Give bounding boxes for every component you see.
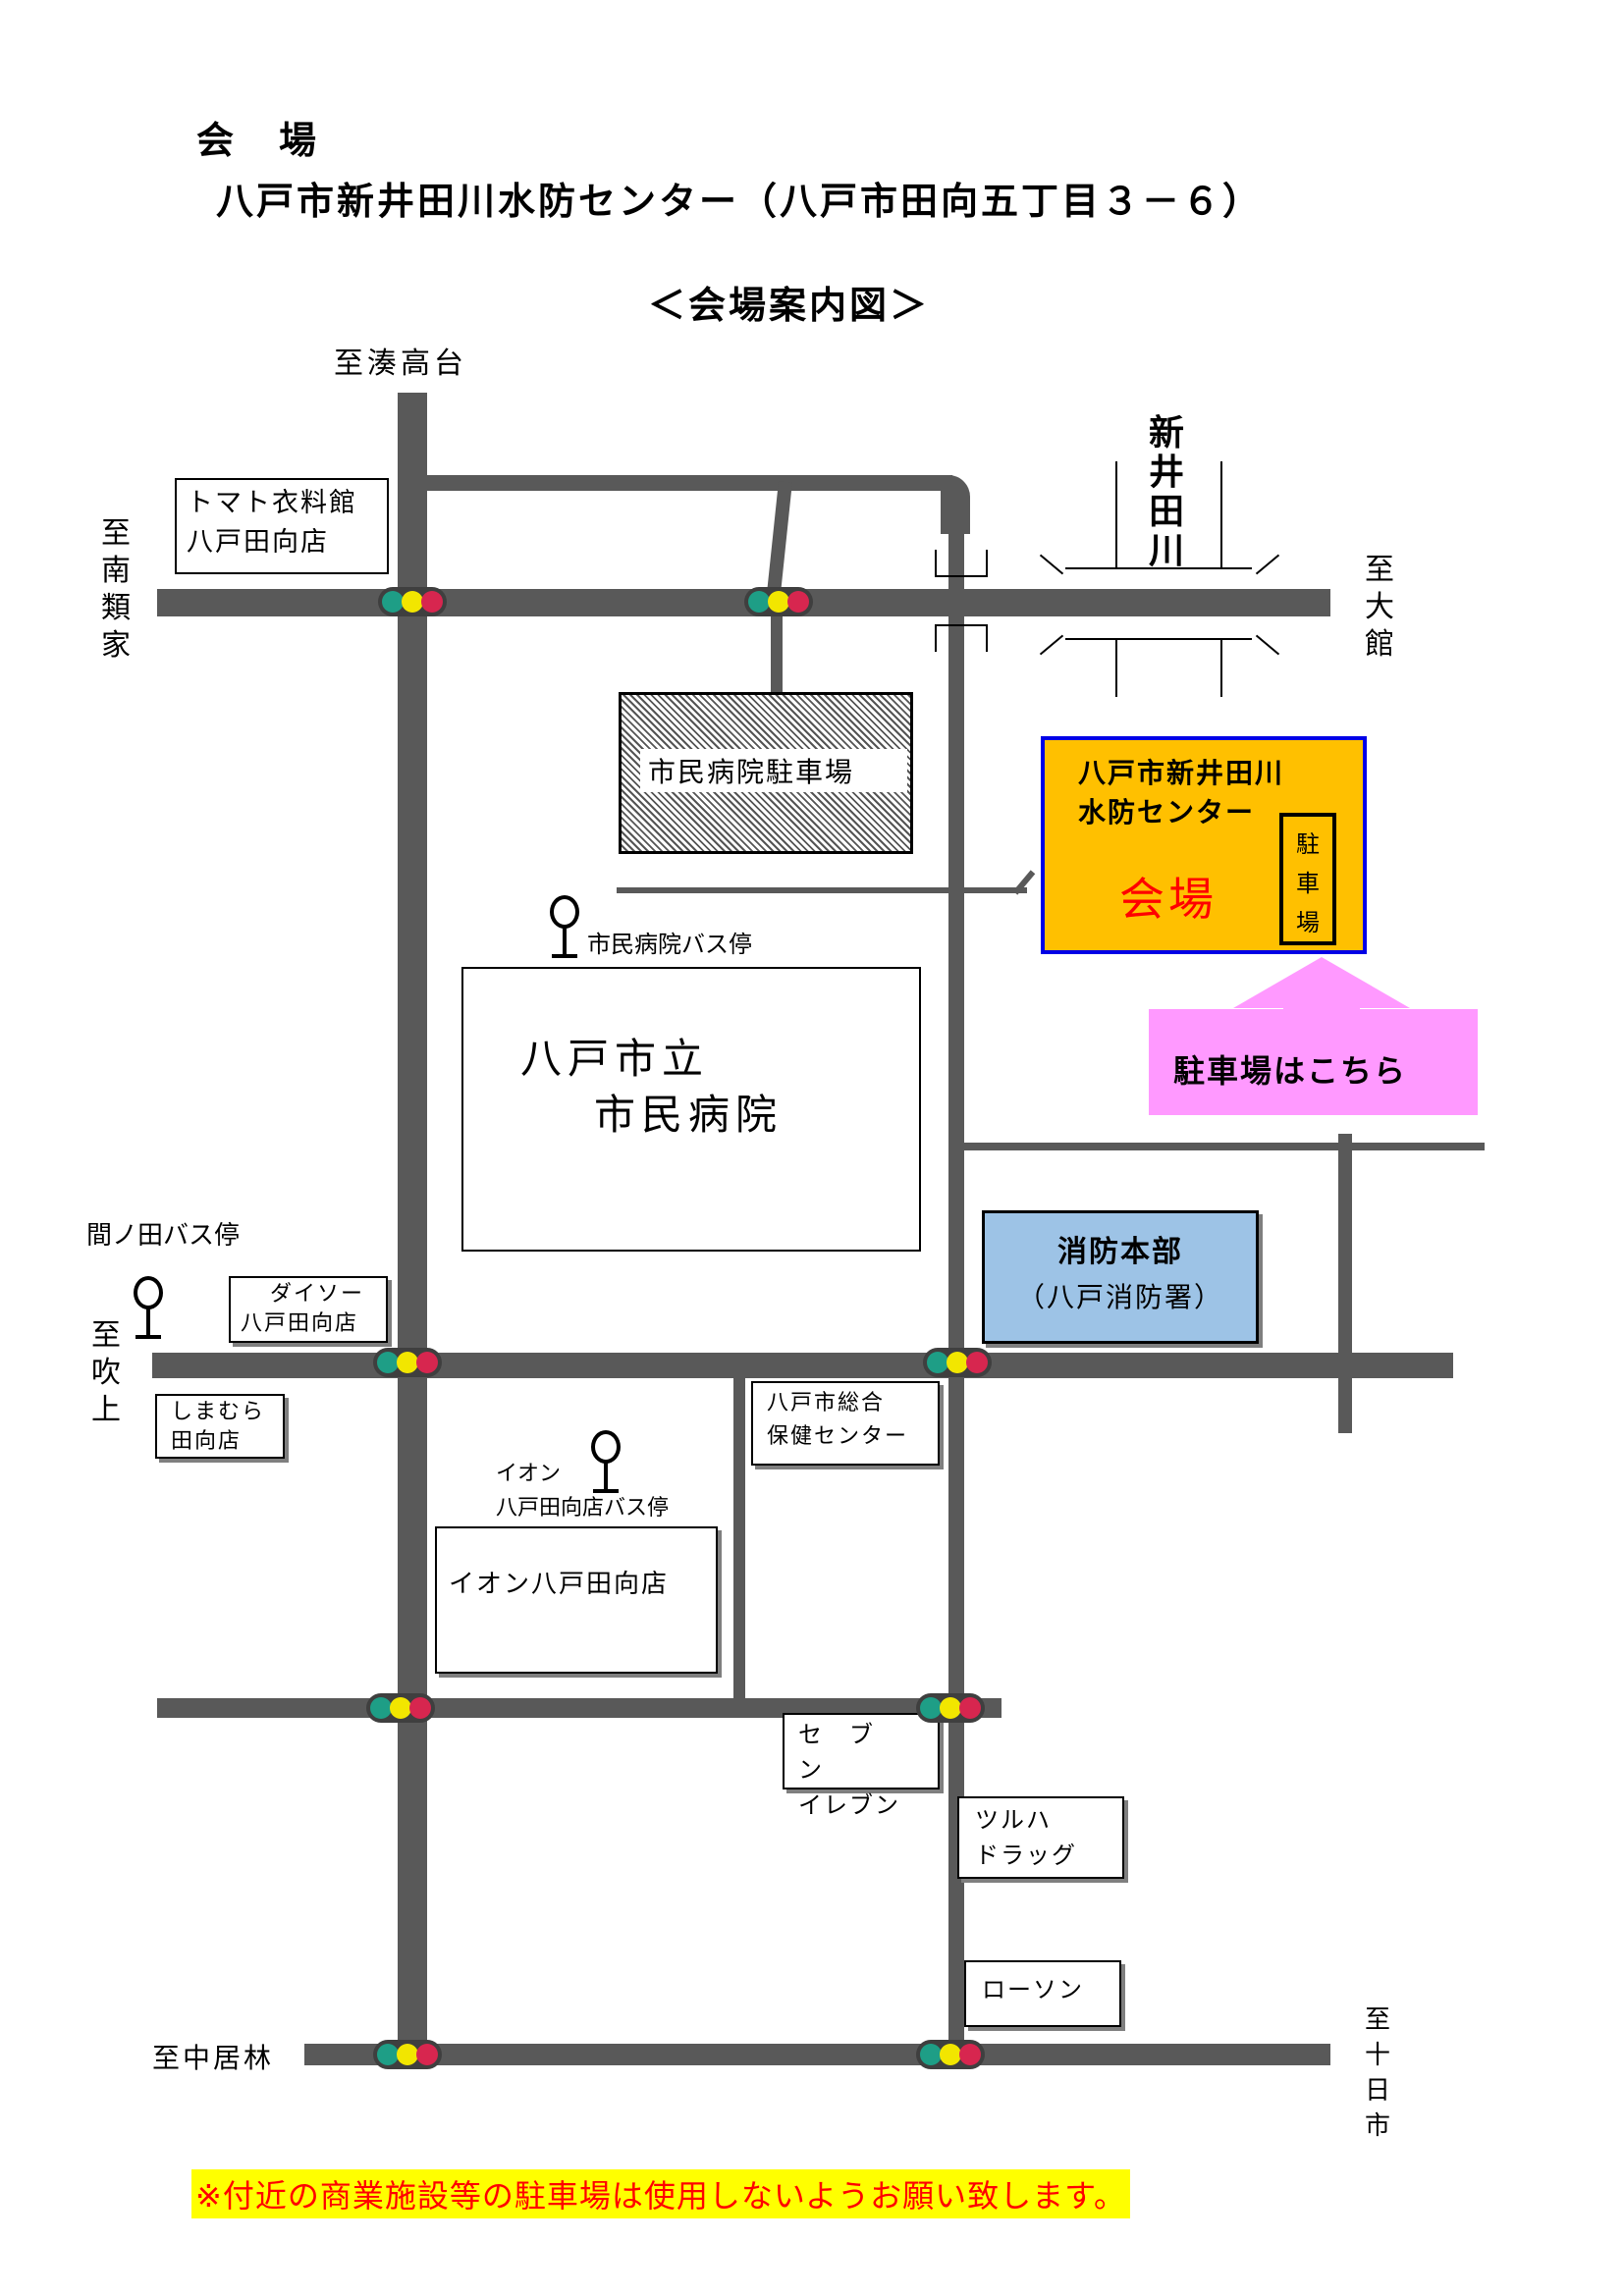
direction-east-top: 至大館: [1365, 553, 1394, 662]
river-wing-bl: [1039, 634, 1064, 656]
road-right-vertical: [1338, 1134, 1352, 1433]
shimamura-line1: しまむら: [171, 1400, 266, 1424]
aeon-bus-stop-line2: 八戸田向店バス停: [496, 1496, 670, 1521]
direction-north: 至湊高台: [334, 347, 467, 381]
venue-parking-label: 駐車場: [1296, 830, 1320, 936]
direction-southwest: 至中居林: [152, 2042, 275, 2074]
parking-arrow-box: [1149, 1009, 1478, 1115]
shimamura-store: しまむら 田向店: [155, 1394, 285, 1459]
tomato-line1: トマト衣料館: [187, 488, 357, 518]
fire-hq: 消防本部 （八戸消防署）: [982, 1210, 1259, 1344]
lawson-label: ローソン: [982, 1976, 1084, 2003]
parking-arrow-text: 駐車場はこちら: [1173, 1052, 1408, 1090]
traffic-signal-7: [373, 2040, 442, 2069]
mano-bus-stop-icon: [134, 1276, 163, 1345]
hospital-bus-stop-label: 市民病院バス停: [587, 931, 752, 958]
seven-line1: セ ブ ン: [798, 1721, 900, 1784]
venue-parking-box: [1279, 813, 1336, 945]
river-bank-left-low: [1115, 638, 1117, 697]
bridge-mark-bottom: [935, 624, 988, 652]
direction-west-mid: 至吹上: [91, 1318, 121, 1427]
venue-box: [1041, 736, 1367, 954]
river-rail-top: [1065, 567, 1252, 569]
tomato-line2: 八戸田向店: [187, 527, 329, 558]
seven-eleven: セ ブ ン イレブン: [783, 1713, 940, 1819]
road-north-curve: [941, 475, 970, 534]
road-right-spur: [964, 1143, 1485, 1150]
parking-notice: ※付近の商業施設等の駐車場は使用しないようお願い致します。: [191, 2169, 1130, 2218]
river-bank-right: [1220, 461, 1222, 569]
traffic-signal-3: [373, 1348, 442, 1377]
river-wing-tl: [1039, 554, 1064, 575]
tsuruha-line1: ツルハ: [975, 1806, 1052, 1834]
hospital-bus-stop-icon: [550, 895, 579, 964]
tsuruha-line2: ドラッグ: [975, 1842, 1077, 1869]
road-bottom-horizontal: [304, 2044, 1330, 2065]
hospital-name-line2: 市民病院: [594, 1091, 784, 1139]
lawson: ローソン: [964, 1960, 1121, 2027]
road-hospital-north: [422, 475, 952, 491]
hospital-building: [461, 967, 921, 1252]
road-top-horizontal: [157, 589, 1330, 616]
health-center-line1: 八戸市総合: [767, 1391, 886, 1415]
traffic-signal-5: [366, 1693, 435, 1723]
shimamura-line2: 田向店: [171, 1429, 243, 1454]
health-center: 八戸市総合 保健センター: [751, 1381, 940, 1466]
venue-box-name-1: 八戸市新井田川: [1078, 757, 1285, 789]
river-name: 新井田川: [1148, 413, 1184, 571]
parking-arrow-head: [1233, 957, 1410, 1008]
road-diagonal: [765, 481, 792, 605]
river-wing-tr: [1255, 554, 1280, 575]
traffic-signal-6: [916, 1693, 985, 1723]
mano-bus-stop-label: 間ノ田バス停: [86, 1221, 241, 1251]
river-bank-left: [1115, 461, 1117, 569]
daiso-line2: 八戸田向店: [241, 1311, 359, 1336]
aeon-store: イオン八戸田向店: [435, 1526, 718, 1674]
road-venue-access: [617, 887, 1027, 893]
fire-hq-line2: （八戸消防署）: [1016, 1281, 1223, 1313]
river-bank-right-low: [1220, 638, 1222, 697]
daiso-line1: ダイソー: [270, 1282, 365, 1307]
road-mid-horizontal: [152, 1353, 1453, 1378]
venue-box-label: 会場: [1119, 873, 1218, 926]
traffic-signal-2: [744, 587, 813, 616]
tomato-store: トマト衣料館 八戸田向店: [175, 478, 389, 574]
river-rail-bottom: [1065, 638, 1252, 640]
venue-box-name-2: 水防センター: [1078, 796, 1256, 828]
direction-southeast: 至十日市: [1364, 2005, 1390, 2141]
fire-hq-line1: 消防本部: [1057, 1235, 1183, 1269]
seven-line2: イレブン: [798, 1791, 900, 1819]
road-east-vertical: [948, 530, 964, 2061]
aeon-bus-stop-icon: [591, 1430, 621, 1499]
venue-label: 会 場: [196, 119, 321, 162]
hospital-name-line1: 八戸市立: [520, 1035, 710, 1083]
aeon-bus-stop-line1: イオン: [496, 1462, 562, 1486]
direction-west-top: 至南類家: [101, 516, 131, 663]
traffic-signal-8: [916, 2040, 985, 2069]
bridge-mark-top: [935, 550, 988, 577]
road-west-vertical: [398, 393, 427, 2066]
daiso-store: ダイソー 八戸田向店: [229, 1276, 388, 1343]
tsuruha-drug: ツルハ ドラッグ: [957, 1796, 1124, 1879]
road-health-vertical: [733, 1369, 745, 1703]
traffic-signal-1: [378, 587, 447, 616]
aeon-label: イオン八戸田向店: [449, 1570, 670, 1599]
traffic-signal-4: [923, 1348, 992, 1377]
hospital-parking-label: 市民病院駐車場: [640, 749, 907, 792]
road-to-parking: [771, 604, 783, 692]
venue-name: 八戸市新井田川水防センター（八戸市田向五丁目３－６）: [216, 180, 1264, 223]
health-center-line2: 保健センター: [767, 1424, 909, 1449]
river-wing-br: [1255, 634, 1280, 656]
map-title: ＜会場案内図＞: [648, 284, 931, 327]
